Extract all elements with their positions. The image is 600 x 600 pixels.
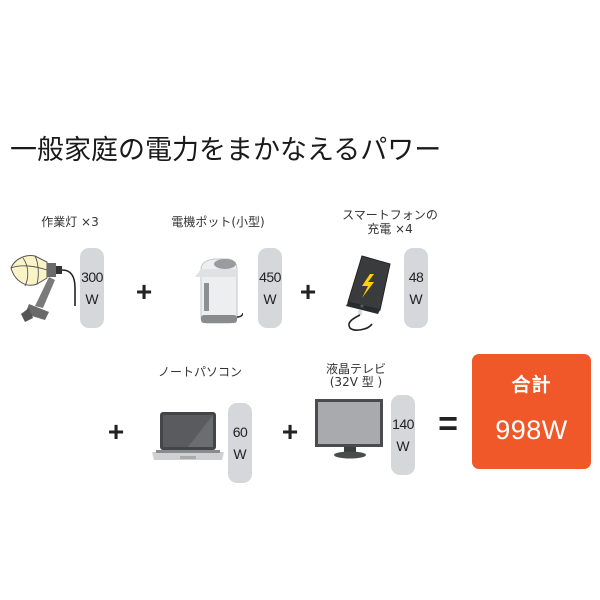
item-label-tv-line1: 液晶テレビ: [325, 362, 386, 376]
equals-operator: =: [438, 405, 458, 443]
watts-pill-work-light: 300 W: [80, 248, 104, 328]
watts-unit: W: [409, 291, 423, 307]
total-value: 998W: [495, 415, 568, 445]
work-light-icon: [5, 248, 77, 328]
watts-value: 60: [232, 424, 248, 440]
plus-operator: +: [299, 276, 317, 307]
item-label-smartphone-line1: スマートフォンの: [342, 208, 438, 222]
watts-value: 300: [81, 269, 103, 285]
watts-value: 450: [259, 269, 281, 285]
electric-pot-icon: [193, 255, 243, 327]
plus-operator: +: [135, 276, 153, 307]
item-label-laptop: ノートパソコン: [157, 365, 242, 379]
watts-unit: W: [85, 291, 99, 307]
watts-unit: W: [263, 291, 277, 307]
smartphone-icon: [340, 252, 394, 334]
watts-pill-laptop: 60 W: [228, 403, 252, 483]
item-label-work-light: 作業灯 ×3: [41, 215, 99, 229]
item-label-tv-line2: (32V 型 ): [329, 375, 383, 389]
item-label-smartphone-line2: 充電 ×4: [367, 222, 413, 236]
watts-unit: W: [396, 438, 410, 454]
watts-pill-smartphone: 48 W: [404, 248, 428, 328]
total-box: 合計 998W: [472, 354, 591, 469]
page-title: 一般家庭の電力をまかなえるパワー: [10, 135, 442, 166]
tv-icon: [314, 396, 384, 460]
plus-operator: +: [107, 416, 125, 447]
total-label: 合計: [511, 374, 552, 396]
watts-value: 48: [408, 269, 424, 285]
watts-unit: W: [233, 446, 247, 462]
laptop-icon: [152, 410, 224, 462]
item-label-electric-pot: 電機ポット(小型): [171, 215, 265, 229]
watts-value: 140: [392, 416, 414, 432]
plus-operator: +: [281, 416, 299, 447]
watts-pill-electric-pot: 450 W: [258, 248, 282, 328]
watts-pill-tv: 140 W: [391, 395, 415, 475]
